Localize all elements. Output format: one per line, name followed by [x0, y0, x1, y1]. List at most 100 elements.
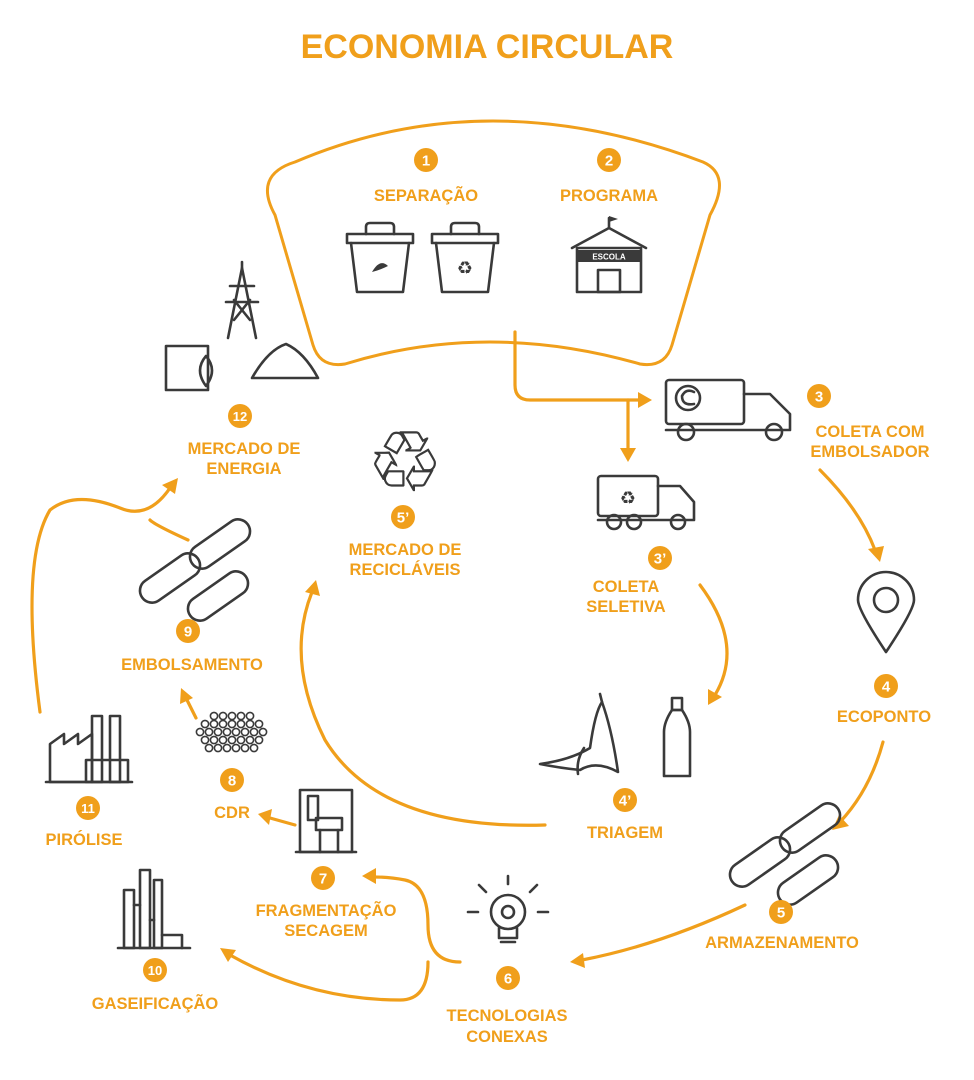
- page-title: ECONOMIA CIRCULAR: [301, 28, 674, 66]
- step-number: 10: [148, 963, 162, 978]
- gasification-plant-icon: [116, 868, 192, 950]
- step-number: 9: [184, 624, 192, 641]
- pellet: [218, 719, 228, 729]
- pellet: [209, 711, 219, 721]
- pellet: [240, 743, 250, 753]
- pellet: [195, 727, 205, 737]
- step-number: 7: [319, 871, 327, 888]
- step-label-line-2: ENERGIA: [206, 460, 281, 478]
- step-8-cdr: 8 CDR: [195, 711, 268, 822]
- pellet: [213, 743, 223, 753]
- pellet: [236, 719, 246, 729]
- pellet: [249, 743, 259, 753]
- pellet: [240, 727, 250, 737]
- step-label-line-1: COLETA COM: [815, 423, 924, 441]
- step-number: 4’: [619, 793, 632, 810]
- step-label: TRIAGEM: [587, 824, 663, 842]
- pellets-icon: [195, 711, 268, 753]
- pellet: [209, 735, 219, 745]
- bales-icon: [725, 799, 844, 910]
- bales-icon: [135, 515, 254, 626]
- pellet: [200, 719, 210, 729]
- step-label-line-2: RECICLÁVEIS: [350, 560, 461, 579]
- truck-icon: [664, 378, 792, 442]
- step-number: 12: [233, 409, 247, 424]
- pellet: [236, 735, 246, 745]
- step-label: EMBOLSAMENTO: [121, 656, 263, 674]
- location-pin-icon: [856, 570, 916, 654]
- step-label: PIRÓLISE: [45, 830, 122, 849]
- pellet: [222, 743, 232, 753]
- recycling-truck-icon: ♻: [596, 474, 696, 531]
- step-5b-mercado-de-reciclaveis: ♻ 5’ MERCADO DE RECICLÁVEIS: [349, 416, 462, 579]
- pellet: [231, 743, 241, 753]
- pellet: [209, 719, 219, 729]
- step-10-gaseificacao: 10 GASEIFICAÇÃO: [92, 868, 219, 1013]
- pellet: [236, 711, 246, 721]
- energy-icon: [164, 260, 320, 392]
- step-number: 5: [777, 905, 785, 922]
- step-label-line-1: MERCADO DE: [188, 440, 301, 458]
- pellet: [227, 711, 237, 721]
- step-label-line-1: COLETA: [593, 578, 660, 596]
- step-number: 3: [815, 389, 823, 406]
- step-number: 5’: [397, 510, 410, 527]
- school-icon: ESCOLA: [570, 216, 648, 294]
- pellet: [245, 735, 255, 745]
- step-11-pirolise: 11 PIRÓLISE: [44, 714, 134, 849]
- step-7-fragmentacao-secagem: 7 FRAGMENTAÇÃO SECAGEM: [256, 788, 397, 940]
- step-label: GASEIFICAÇÃO: [92, 993, 219, 1013]
- pellet: [218, 711, 228, 721]
- step-number: 3’: [654, 551, 667, 568]
- step-label-line-2: EMBOLSADOR: [810, 443, 929, 461]
- pellet: [245, 719, 255, 729]
- school-sign-text: ESCOLA: [592, 253, 626, 262]
- step-6-tecnologias-conexas: 6 TECNOLOGIAS CONEXAS: [446, 874, 568, 1046]
- recycle-icon: ♻: [368, 417, 442, 508]
- pellet: [254, 719, 264, 729]
- trash-bins-icon: ♻: [345, 221, 500, 294]
- step-label-line-1: FRAGMENTAÇÃO: [256, 900, 397, 920]
- svg-text:♻: ♻: [620, 488, 636, 508]
- svg-text:♻: ♻: [457, 258, 473, 278]
- step-number: 8: [228, 773, 236, 790]
- step-3-coleta-com-embolsador: 3 COLETA COM EMBOLSADOR: [664, 378, 930, 461]
- step-label: CDR: [214, 804, 250, 822]
- pellet: [204, 743, 214, 753]
- step-1-separacao: 1 SEPARAÇÃO ♻: [345, 148, 500, 294]
- step-9-embolsamento: 9 EMBOLSAMENTO: [121, 515, 263, 674]
- pellet: [222, 727, 232, 737]
- step-5-armazenamento: 5 ARMAZENAMENTO: [705, 799, 859, 952]
- step-number: 11: [81, 801, 95, 816]
- step-12-mercado-de-energia: 12 MERCADO DE ENERGIA: [164, 260, 320, 478]
- pellet: [249, 727, 259, 737]
- pellet: [231, 727, 241, 737]
- factory-icon: [44, 714, 134, 784]
- step-2-programa: 2 PROGRAMA ESCOLA: [560, 148, 658, 294]
- step-number: 1: [422, 153, 430, 170]
- pellet: [213, 727, 223, 737]
- pellet: [227, 735, 237, 745]
- lightbulb-icon: [466, 874, 550, 944]
- pellet: [258, 727, 268, 737]
- step-label-line-2: SECAGEM: [284, 922, 367, 940]
- step-label-line-1: TECNOLOGIAS: [446, 1007, 567, 1025]
- step-label: SEPARAÇÃO: [374, 185, 478, 205]
- step-number: 6: [504, 971, 512, 988]
- pellet: [218, 735, 228, 745]
- step-4-ecoponto: 4 ECOPONTO: [837, 570, 931, 726]
- program-fan-shape: [265, 119, 721, 367]
- step-4b-triagem: 4’ TRIAGEM: [538, 692, 692, 842]
- step-label: ECOPONTO: [837, 708, 931, 726]
- step-label: ARMAZENAMENTO: [705, 934, 859, 952]
- banana-bottle-icon: [538, 692, 692, 778]
- pellet: [254, 735, 264, 745]
- step-label: PROGRAMA: [560, 187, 658, 205]
- step-label-line-2: CONEXAS: [466, 1028, 548, 1046]
- pellet: [227, 719, 237, 729]
- step-3b-coleta-seletiva: ♻ 3’ COLETA SELETIVA: [586, 474, 696, 616]
- pellet: [204, 727, 214, 737]
- shredder-icon: [294, 788, 358, 854]
- step-number: 4: [882, 679, 891, 696]
